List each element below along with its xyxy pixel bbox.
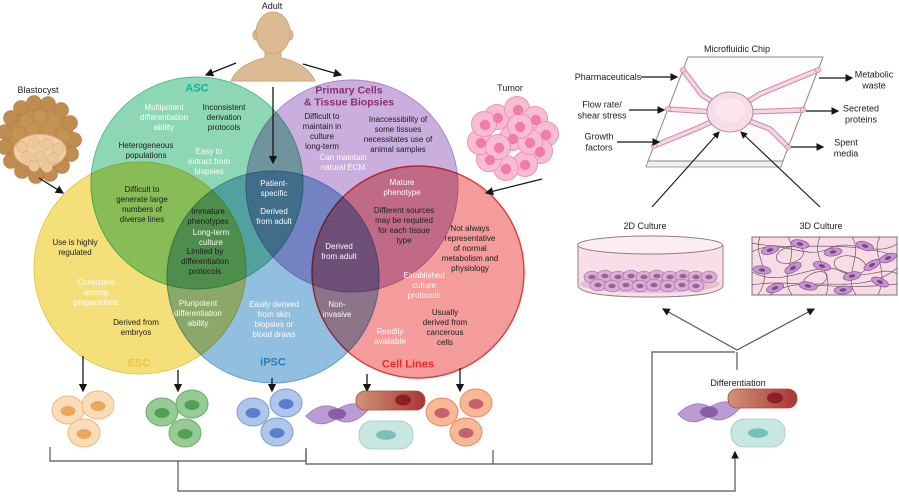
dish-cells (583, 269, 718, 293)
ipsc-circle-label: iPSC (260, 356, 286, 369)
arrow-adult-to-asc (204, 62, 237, 77)
arrow-adult-to-primary (302, 63, 343, 78)
note-derived-adult-overlap: Derived from adult (321, 242, 357, 261)
culture-to-chip-arrows (651, 131, 821, 208)
note-asc-heterogeneous: Heterogeneous populations (118, 141, 174, 160)
note-asc-multipotent: Multipotent differentiation ability (140, 103, 188, 132)
primary-circle-label: Primary Cells & Tissue Biopsies (303, 84, 395, 108)
microfluidic-chip (645, 56, 824, 168)
note-different-sources: Different sources may be required for ea… (373, 206, 435, 245)
adult-illustration (230, 11, 316, 82)
differentiation-cells (677, 388, 798, 448)
chip-output-spent-media: Spent media (833, 137, 859, 159)
note-esc-embryos: Derived from embryos (113, 318, 159, 337)
differentiated-cells-left (305, 390, 426, 450)
note-esc-consistent: Consistent among preparations (73, 278, 119, 307)
note-established-protocols: Established culture protocols (403, 271, 445, 300)
chip-io-arrows (617, 73, 854, 151)
2d-culture-dish (577, 235, 724, 298)
tumor-illustration (467, 96, 559, 181)
chip-output-metabolic-waste: Metabolic waste (854, 69, 894, 91)
ipsc-cells (236, 388, 303, 447)
chip-input-growth-factors: Growth factors (584, 131, 614, 153)
venn-diagram (33, 76, 525, 384)
asc-circle-label: ASC (185, 82, 209, 95)
chip-input-pharmaceuticals: Pharmaceuticals (574, 71, 642, 82)
note-immature-phenotypes: Immature phenotypes (187, 207, 229, 226)
note-asc-inconsistent: Inconsistent derivation protocols (202, 103, 246, 132)
note-patient-specific: Patient- specific (260, 179, 288, 198)
blastocyst-label: Blastocyst (17, 84, 59, 95)
esc-cells (51, 390, 115, 448)
differentiation-label: Differentiation (710, 377, 766, 388)
note-long-term-culture: Long-term culture (192, 228, 230, 247)
venn-output-arrows (78, 356, 465, 393)
blastocyst-illustration (0, 95, 82, 184)
note-readily-available: Readily available (374, 327, 406, 346)
bracket-stem-cells (49, 447, 307, 462)
note-natural-ecm: Can maintain natural ECM (319, 153, 367, 172)
note-asc-esc-difficult: Difficult to generate large numbers of d… (116, 185, 168, 224)
note-pluripotent: Pluripotent differentiation ability (174, 299, 222, 328)
3d-culture-block (751, 236, 899, 296)
note-inaccessibility: Inaccessibility of some tissues necessit… (363, 115, 433, 154)
note-primary-difficult: Difficult to maintain in culture long-te… (302, 112, 342, 151)
note-easily-derived: Easily derived from skin biopsies or blo… (249, 300, 299, 339)
chip-title: Microfluidic Chip (703, 43, 771, 54)
route-to-differentiation (177, 450, 739, 492)
arrow-to-2d-culture (661, 308, 738, 351)
note-mature-phenotype: Mature phenotype (383, 178, 421, 197)
note-asc-easy-extract: Easy to extract from biopsies (187, 147, 231, 176)
tumor-label: Tumor (497, 82, 523, 93)
source-arrows (38, 62, 543, 196)
routing-lines (49, 308, 816, 492)
cell-line-cells (425, 388, 493, 447)
adult-label: Adult (261, 0, 283, 11)
note-esc-regulated: Use is highly regulated (52, 238, 98, 257)
chip-input-flow-rate: Flow rate/ shear stress (577, 99, 627, 121)
arrow-tumor-to-cell-lines (484, 178, 543, 196)
note-center-derived-adult: Derived from adult (256, 207, 292, 226)
venn-circle-cell-lines (311, 165, 525, 379)
cell-lines-circle-label: Cell Lines (382, 358, 434, 371)
arrow-to-3d-culture (736, 308, 816, 351)
chip-channels (650, 67, 822, 150)
asc-cells (145, 389, 209, 448)
note-non-invasive: Non- invasive (322, 300, 352, 319)
route-differentiated-cells (305, 351, 735, 465)
3d-culture-label: 3D Culture (799, 220, 843, 231)
note-limited-by-differentiation: Limited by differentiation protocols (181, 247, 229, 276)
note-not-representative: Not always representative of normal meta… (441, 224, 499, 273)
chip-output-secreted-proteins: Secreted proteins (842, 103, 880, 125)
arrow-blastocyst-to-esc (38, 177, 65, 194)
2d-culture-label: 2D Culture (623, 220, 667, 231)
note-cancerous-cells: Usually derived from cancerous cells (422, 308, 468, 347)
esc-circle-label: ESC (127, 357, 151, 370)
